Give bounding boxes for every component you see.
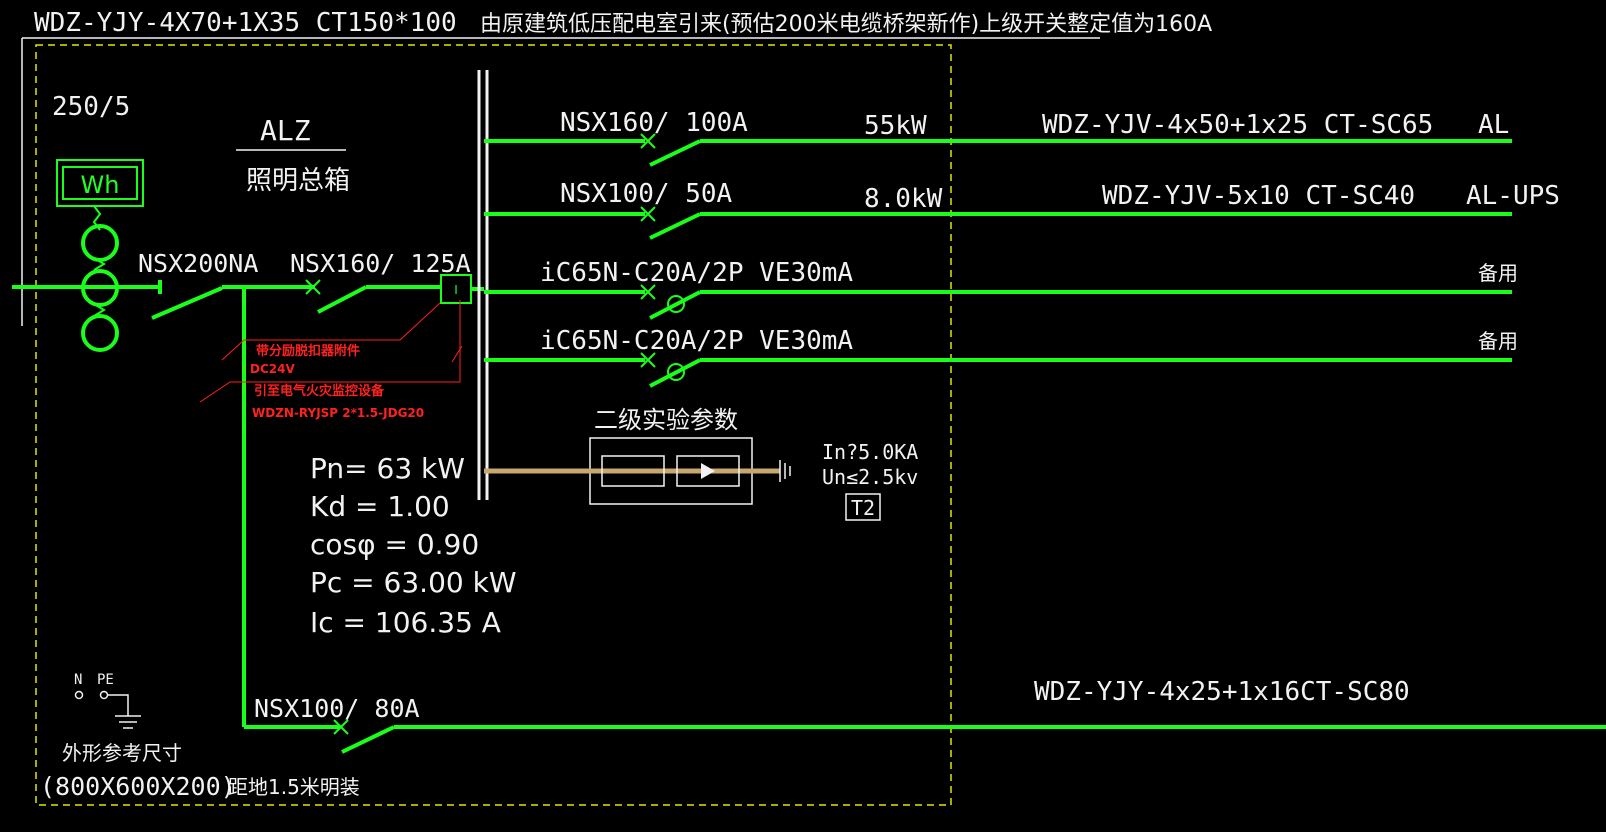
bottom-breaker-label: NSX100/ 80A bbox=[254, 694, 420, 723]
circuit-1-x-icon bbox=[640, 133, 656, 149]
circuit-4-x-icon bbox=[640, 352, 656, 368]
shunt-note-3: 引至电气火灾监控设备 bbox=[254, 383, 385, 399]
meter-label: Wh bbox=[81, 171, 120, 199]
circuit-3-breaker: iC65N-C20A/2P VE30mA bbox=[540, 258, 853, 288]
ct-link-1 bbox=[93, 257, 106, 271]
spd-arrow-icon bbox=[701, 463, 715, 479]
spd-un: Un≤2.5kv bbox=[822, 465, 918, 489]
load-ic: Ic = 106.35 A bbox=[310, 606, 501, 639]
main-breaker-label: NSX160/ 125A bbox=[290, 249, 471, 278]
circuit-3-rcd-icon bbox=[667, 295, 685, 313]
shunt-tick bbox=[451, 345, 463, 363]
meter-inner bbox=[62, 166, 138, 200]
circuit-2-breaker: NSX100/ 50A bbox=[560, 179, 733, 209]
spd-class-box bbox=[845, 493, 881, 521]
ct-ratio: 250/5 bbox=[52, 92, 130, 122]
circuit-4-breaker: iC65N-C20A/2P VE30mA bbox=[540, 326, 853, 356]
circuit-2-blade bbox=[649, 212, 701, 240]
ct-1-icon bbox=[81, 224, 119, 262]
circuit-4-blade bbox=[649, 358, 701, 388]
spd-element-1 bbox=[601, 455, 665, 487]
circuit-3-dest: 备用 bbox=[1478, 261, 1518, 285]
circuit-4-rcd-icon bbox=[667, 363, 685, 381]
main-breaker-x-icon bbox=[305, 279, 321, 295]
bottom-breaker-x-icon bbox=[333, 719, 349, 735]
shunt-leader-1 bbox=[199, 300, 461, 403]
circuit-4-dest: 备用 bbox=[1478, 329, 1518, 353]
spd-element-2 bbox=[676, 455, 740, 487]
isolator-label: NSX200NA bbox=[138, 249, 258, 278]
load-cos: cosφ = 0.90 bbox=[310, 528, 479, 561]
isolator-blade bbox=[151, 286, 223, 320]
shunt-note-1: 带分励脱扣器附件 bbox=[256, 343, 360, 359]
panel-frame bbox=[35, 44, 952, 806]
shunt-note-2: DC24V bbox=[250, 362, 295, 376]
shunt-leader-2 bbox=[221, 302, 441, 361]
shunt-note-4: WDZN-RYJSP 2*1.5-JDG20 bbox=[252, 406, 424, 420]
circuit-2-cable: WDZ-YJV-5x10 CT-SC40 bbox=[1102, 181, 1415, 211]
spd-class: T2 bbox=[851, 496, 875, 520]
circuit-1-breaker: NSX160/ 100A bbox=[560, 108, 748, 138]
spd-title: 二级实验参数 bbox=[594, 406, 738, 434]
header-cable: WDZ-YJY-4X70+1X35 CT150*100 bbox=[34, 8, 457, 38]
dimensions-size: (800X600X200) bbox=[40, 772, 236, 801]
circuit-2-dest: AL-UPS bbox=[1466, 181, 1560, 211]
meter-box bbox=[56, 159, 144, 207]
bottom-cable-label: WDZ-YJY-4x25+1x16CT-SC80 bbox=[1034, 677, 1410, 707]
n-label: N bbox=[74, 672, 82, 688]
circuit-1-power: 55kW bbox=[864, 111, 927, 141]
circuit-1-dest: AL bbox=[1478, 110, 1509, 140]
circuit-3-x-icon bbox=[640, 284, 656, 300]
bottom-breaker-blade bbox=[341, 725, 395, 754]
circuit-1-cable: WDZ-YJV-4x50+1x25 CT-SC65 bbox=[1042, 110, 1433, 140]
circuit-3-blade bbox=[649, 290, 701, 320]
pe-label: PE bbox=[97, 672, 114, 688]
ct-link-2 bbox=[93, 303, 106, 317]
header-note: 由原建筑低压配电室引来(预估200米电缆桥架新作)上级开关整定值为160A bbox=[480, 12, 1212, 37]
load-pc: Pc = 63.00 kW bbox=[310, 566, 517, 599]
circuit-2-x-icon bbox=[640, 206, 656, 222]
panel-code: ALZ bbox=[260, 114, 311, 147]
load-pn: Pn= 63 kW bbox=[310, 452, 465, 485]
n-terminal-icon bbox=[74, 690, 84, 700]
panel-name: 照明总箱 bbox=[246, 166, 350, 196]
circuit-2-power: 8.0kW bbox=[864, 184, 943, 214]
dimensions-mount: 距地1.5米明装 bbox=[228, 775, 360, 799]
pe-terminal-icon bbox=[99, 690, 109, 700]
circuit-1-blade bbox=[649, 139, 701, 167]
pe-lead bbox=[107, 694, 129, 716]
leakage-sensor-icon: I bbox=[454, 283, 458, 297]
ct-3-icon bbox=[81, 314, 119, 352]
dimensions-label: 外形参考尺寸 bbox=[62, 741, 182, 765]
spd-in: In?5.0KA bbox=[822, 440, 918, 464]
load-kd: Kd = 1.00 bbox=[310, 490, 450, 523]
main-breaker-blade bbox=[317, 285, 367, 314]
